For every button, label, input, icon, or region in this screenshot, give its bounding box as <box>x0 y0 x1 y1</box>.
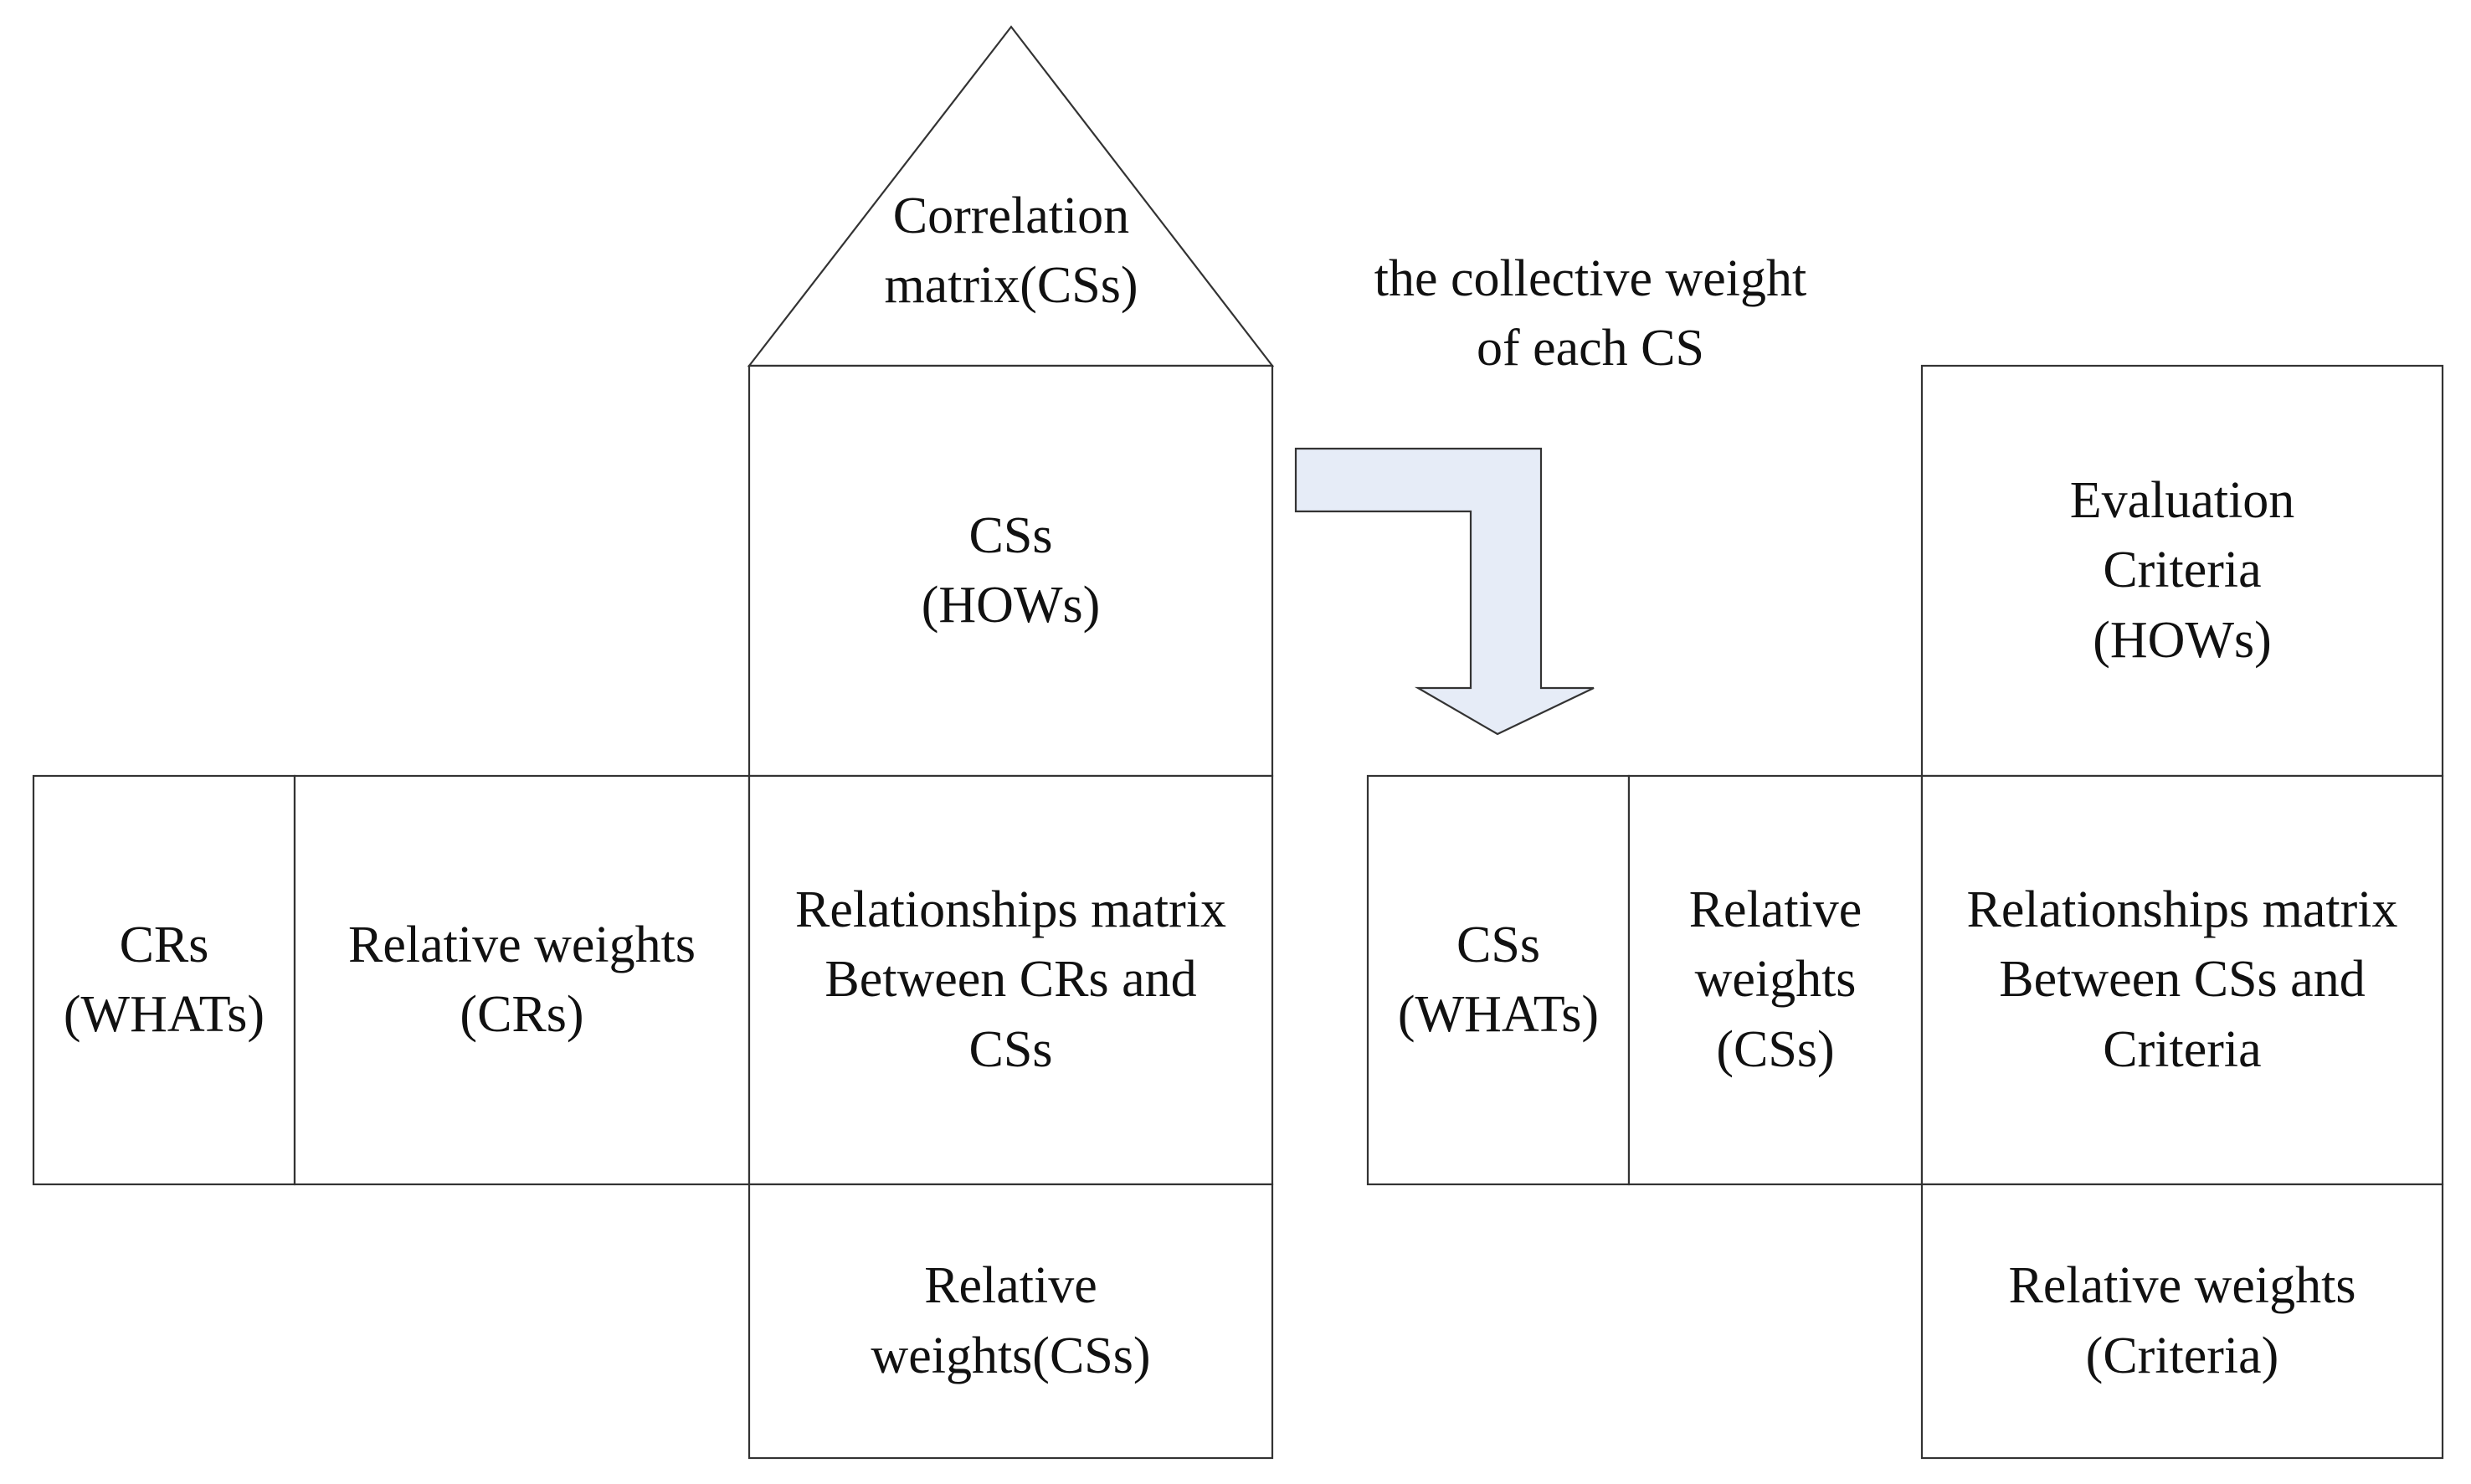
house2-bottom-cell <box>1920 1183 2444 1460</box>
house1-bottom-label: Relative weights(CSs) <box>871 1257 1151 1384</box>
house1-matrix-label: Relationships matrix Between CRs and CSs <box>795 881 1226 1078</box>
house1-whats-cell <box>32 774 296 1186</box>
house1-bottom-cell <box>747 1183 1274 1460</box>
house2-bottom-label: Relative weights (Criteria) <box>2008 1257 2356 1384</box>
house1-weights-label: Relative weights (CRs) <box>348 916 696 1043</box>
house1-roof-label: Correlation matrix(CSs) <box>884 187 1138 314</box>
transfer-label: the collective weight of each CS <box>1374 249 1807 377</box>
house1-hows-cell <box>747 364 1274 778</box>
house1-weights-cell <box>293 774 751 1186</box>
house2-weights-label: Relative weights (CSs) <box>1688 881 1862 1078</box>
house1-matrix-cell <box>747 774 1274 1186</box>
house1-whats-label: CRs (WHATs) <box>63 916 265 1043</box>
house2-matrix-cell <box>1920 774 2444 1186</box>
house2-hows-cell <box>1920 364 2444 778</box>
transfer-arrow <box>1294 447 1595 736</box>
house1-hows-label: CSs (HOWs) <box>921 506 1101 634</box>
house2-hows-label: Evaluation Criteria (HOWs) <box>2069 472 2295 669</box>
house2-whats-cell <box>1366 774 1631 1186</box>
house2-whats-label: CSs (WHATs) <box>1397 916 1600 1043</box>
house2-weights-cell <box>1627 774 1924 1186</box>
house2-matrix-label: Relationships matrix Between CSs and Cri… <box>1966 881 2398 1078</box>
